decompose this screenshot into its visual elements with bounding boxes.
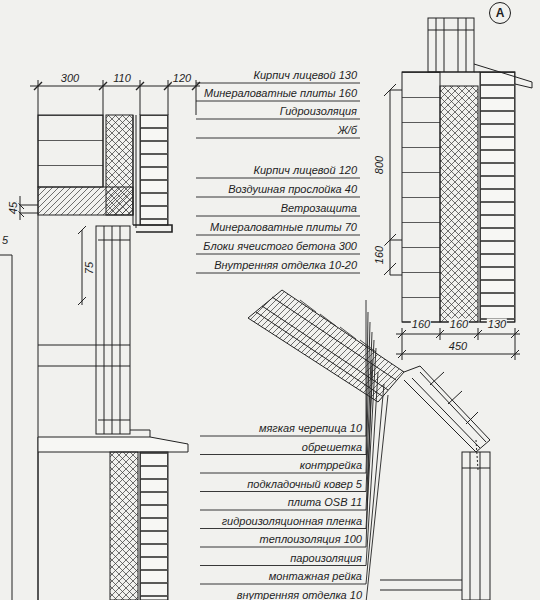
dimension-text: 120 (172, 73, 192, 84)
dimension-text: 160 (374, 245, 385, 265)
dimension-text: 160 (449, 319, 469, 330)
dimension-text: 110 (112, 73, 132, 84)
layer-label: Воздушная прослойка 40 (228, 184, 357, 195)
dimension-text: 45 (8, 201, 19, 215)
layer-label: контррейка (300, 460, 362, 471)
dimension-text: 130 (487, 319, 507, 330)
dimension-text: 5 (1, 235, 9, 246)
layer-label: теплоизоляция 100 (260, 534, 362, 545)
section-marker: А (489, 2, 511, 24)
dimension-text: 800 (374, 155, 385, 175)
layer-label: монтажная рейка (269, 571, 362, 582)
layer-label: Кирпич лицевой 120 (253, 165, 357, 176)
dimension-text: 75 (84, 261, 95, 275)
layer-label: Ветрозащита (281, 203, 357, 214)
layer-label: Блоки ячеистого бетона 300 (203, 241, 357, 252)
layer-label: Внутренняя отделка 10-20 (214, 260, 357, 271)
layer-label: Ж/б (338, 125, 357, 136)
layer-label: подкладочный ковер 5 (247, 478, 362, 489)
layer-label: Минераловатные плиты 160 (204, 88, 357, 99)
layer-label: внутренняя отделка 10 (237, 589, 362, 600)
dimension-text: 450 (448, 341, 468, 352)
layer-label: гидроизоляционная пленка (222, 515, 362, 526)
dimension-text: 160 (411, 319, 431, 330)
layer-label: пароизоляция (290, 552, 362, 563)
dimension-text: 300 (60, 73, 80, 84)
layer-label: Минераловатные плиты 70 (210, 222, 357, 233)
layer-label: плита OSB 11 (288, 497, 362, 508)
layer-label: Гидроизоляция (280, 106, 357, 117)
layer-label: Кирпич лицевой 130 (253, 70, 357, 81)
layer-label: мягкая черепица 10 (259, 423, 362, 434)
layer-label: обрешетка (302, 441, 362, 452)
marker-letter: А (496, 7, 505, 19)
